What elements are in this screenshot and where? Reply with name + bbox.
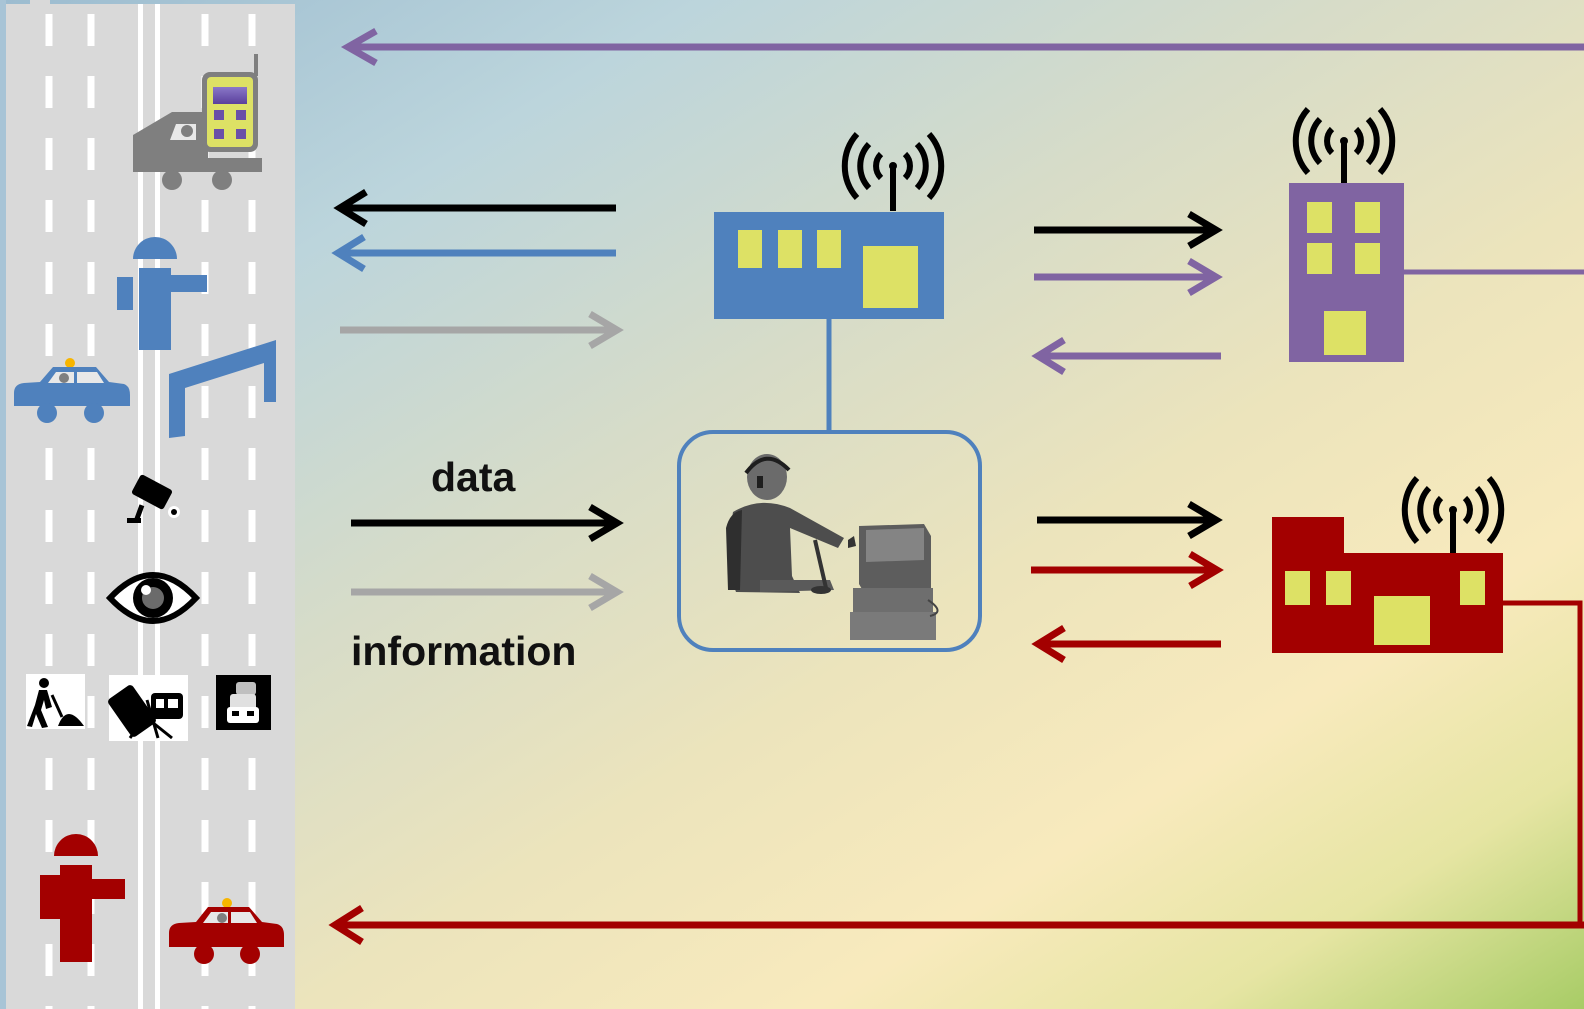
purple-arrow-from-purple-building: [1031, 337, 1221, 375]
red-feedback-arrow: [328, 905, 1584, 945]
operator-icon: [726, 454, 844, 593]
red-building-antenna-icon: [1401, 476, 1505, 553]
purple-feedback-arrow: [340, 27, 1584, 67]
cctv-camera-icon: [127, 474, 180, 523]
black-arrow-to-purple-building: [1034, 210, 1223, 250]
black-arrow-to-red-building: [1037, 500, 1223, 540]
data-label: data: [431, 454, 517, 500]
information-label: information: [351, 628, 576, 674]
crash-icon: [108, 675, 188, 741]
red-building-icon: [1272, 517, 1503, 653]
information-arrow: [351, 572, 624, 612]
operator-workstation-icon: [677, 430, 982, 652]
black-arrow-to-road: [333, 189, 616, 227]
purple-building-antenna-icon: [1292, 107, 1396, 184]
purple-building-icon: [1289, 183, 1404, 362]
blue-officer-icon: [117, 237, 207, 350]
blue-arrow-to-road: [331, 234, 616, 272]
red-arrow-from-red-building: [1031, 625, 1221, 663]
service-truck-icon: [133, 54, 262, 190]
traffic-control-center-icon: [714, 212, 944, 430]
red-patrol-car-icon: [169, 898, 284, 964]
data-arrow: [351, 503, 624, 543]
red-building-link: [1500, 600, 1583, 925]
congestion-icon: [216, 675, 271, 730]
blue-patrol-car-icon: [14, 358, 130, 423]
red-officer-icon: [40, 834, 125, 962]
gray-arrow-from-road: [340, 310, 624, 350]
roadworks-icon: [26, 674, 85, 729]
eye-icon: [105, 572, 201, 624]
control-center-antenna-icon: [841, 132, 945, 211]
purple-arrow-to-purple-building: [1034, 257, 1223, 297]
red-arrow-to-red-building: [1031, 550, 1224, 590]
blue-barrier-icon: [169, 340, 276, 438]
radio-console-icon: [811, 524, 939, 640]
